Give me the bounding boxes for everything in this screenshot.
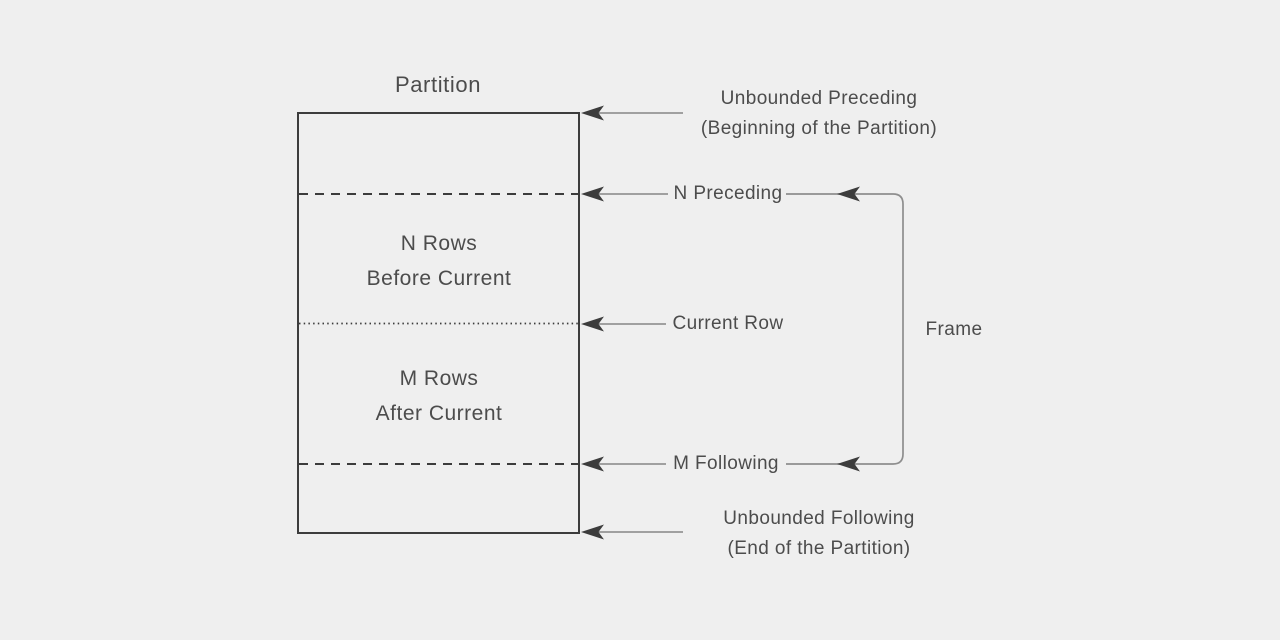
n-preceding-label: N Preceding xyxy=(673,183,783,204)
frame-label: Frame xyxy=(925,319,983,340)
m-rows-after-current-label: M Rows After Current xyxy=(376,361,503,431)
arrow-left-icon-unbounded-following xyxy=(581,524,604,540)
partition-box xyxy=(297,112,580,534)
frame-bracket xyxy=(786,193,904,465)
partition-title: Partition xyxy=(394,72,482,97)
arrow-left-icon-n-preceding xyxy=(581,186,604,202)
unbounded-preceding-label: Unbounded Preceding (Beginning of the Pa… xyxy=(701,84,937,144)
n-rows-line2: Before Current xyxy=(366,267,512,290)
m-following-label: M Following xyxy=(673,453,779,474)
unbounded-following-line2: (End of the Partition) xyxy=(727,538,911,559)
unbounded-preceding-line2: (Beginning of the Partition) xyxy=(700,118,938,139)
arrow-left-icon-current-row xyxy=(581,316,604,332)
arrow-left-icon-m-following xyxy=(581,456,604,472)
current-row-label: Current Row xyxy=(672,313,784,334)
arrow-left-icon-frame-top xyxy=(837,186,860,202)
arrow-left-icon-frame-bottom xyxy=(837,456,860,472)
unbounded-preceding-line1: Unbounded Preceding xyxy=(720,88,918,109)
m-rows-line2: After Current xyxy=(375,402,503,425)
unbounded-following-label: Unbounded Following (End of the Partitio… xyxy=(723,504,914,564)
arrow-left-icon-unbounded-preceding xyxy=(581,105,604,121)
n-rows-before-current-label: N Rows Before Current xyxy=(367,226,512,296)
unbounded-following-line1: Unbounded Following xyxy=(723,508,915,529)
n-rows-line1: N Rows xyxy=(400,232,478,255)
m-rows-line1: M Rows xyxy=(399,367,479,390)
